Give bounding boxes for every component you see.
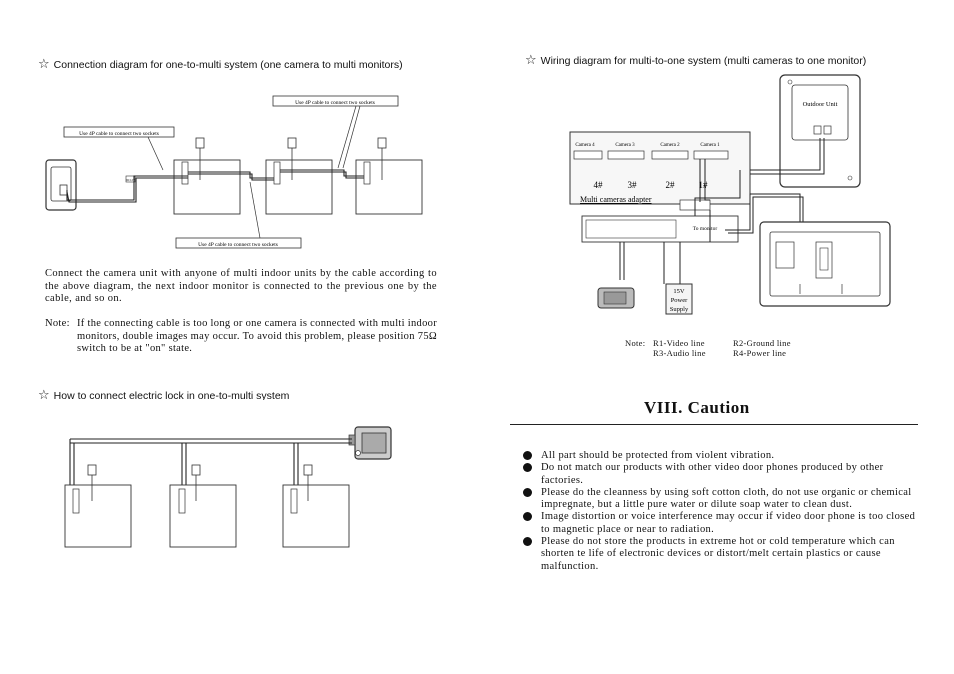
- indoor-monitor-2: [265, 159, 333, 215]
- bullet-icon: [523, 463, 532, 473]
- callout-left-box: [63, 126, 175, 138]
- caution-item: Image distortion or voice interference m…: [523, 511, 918, 536]
- dc-tag: DC12V: [126, 178, 136, 182]
- camera-4-label: Camera 4: [575, 143, 595, 148]
- note-item-r4: R4-Power line: [733, 348, 787, 358]
- connection-diagram-header: ☆Connection diagram for one-to-multi sys…: [38, 56, 403, 72]
- camera-3-label: Camera 3: [615, 143, 635, 148]
- power-label-3: Supply: [670, 306, 689, 313]
- bullet-icon: [523, 512, 532, 522]
- number-4: 4#: [594, 180, 604, 190]
- electric-lock-diagram: [64, 426, 392, 548]
- wiring-diagram-title: Wiring diagram for multi-to-one system (…: [540, 55, 867, 67]
- wiring-note: Note: R1-Video line R2-Ground line R3-Au…: [625, 338, 791, 358]
- star-icon: ☆: [525, 52, 537, 67]
- caution-item: All part should be protected from violen…: [523, 450, 918, 462]
- power-label-1: 15V: [673, 288, 685, 295]
- adapter-label: Multi cameras adapter: [580, 195, 652, 204]
- number-3: 3#: [628, 180, 638, 190]
- camera-1-label: Camera 1: [700, 143, 720, 148]
- caution-divider: [510, 424, 918, 425]
- one-to-multi-diagram: Use 4P cable to connect two sockets Use …: [45, 95, 423, 249]
- power-supply: [665, 283, 693, 315]
- caution-item: Do not match our products with other vid…: [523, 462, 918, 487]
- note-item-r2: R2-Ground line: [733, 338, 791, 348]
- caution-item: Please do the cleanness by using soft co…: [523, 487, 918, 512]
- connection-diagram-title: Connection diagram for one-to-multi syst…: [53, 59, 403, 71]
- star-icon: ☆: [38, 387, 50, 402]
- callout-left-text: Use 4P cable to connect two sockets: [79, 131, 159, 137]
- bullet-icon: [523, 451, 532, 460]
- camera-2-label: Camera 2: [660, 143, 680, 148]
- callout-top-box: [272, 95, 399, 107]
- note-item-r3: R3-Audio line: [653, 348, 706, 358]
- bullet-icon: [523, 487, 532, 497]
- wiring-note-label: Note:: [625, 338, 646, 348]
- power-label-2: Power: [671, 297, 688, 304]
- note-item-r1: R1-Video line: [653, 338, 705, 348]
- paragraph-connect-camera: Connect the camera unit with anyone of m…: [45, 268, 437, 304]
- cameras-panel: [569, 131, 751, 205]
- callout-bottom-box: [175, 237, 302, 249]
- caution-item: Please do not store the products in extr…: [523, 536, 918, 573]
- multi-to-one-diagram: Outdoor Unit Camera 4 Camera 3 Camera 2 …: [569, 74, 891, 315]
- bullet-icon: [523, 537, 532, 547]
- caution-title: VIII. Caution: [644, 398, 750, 417]
- note-label: Note:: [45, 318, 70, 329]
- electric-lock-title: How to connect electric lock in one-to-m…: [53, 390, 290, 402]
- number-1: 1#: [699, 180, 709, 190]
- callout-bottom-text: Use 4P cable to connect two sockets: [198, 242, 278, 248]
- electric-lock-header: ☆How to connect electric lock in one-to-…: [38, 387, 290, 402]
- outdoor-unit-label: Outdoor Unit: [803, 101, 838, 108]
- left-note: Note: If the connecting cable is too lon…: [45, 318, 437, 356]
- to-monitor-label: To monitor: [693, 226, 718, 232]
- number-2: 2#: [666, 180, 676, 190]
- star-icon: ☆: [38, 56, 50, 71]
- note-text: If the connecting cable is too long or o…: [77, 318, 437, 354]
- indoor-monitor-3: [355, 159, 423, 215]
- callout-top-text: Use 4P cable to connect two sockets: [295, 100, 375, 106]
- wiring-diagram-header: ☆Wiring diagram for multi-to-one system …: [525, 52, 866, 68]
- caution-list: All part should be protected from violen…: [523, 450, 918, 573]
